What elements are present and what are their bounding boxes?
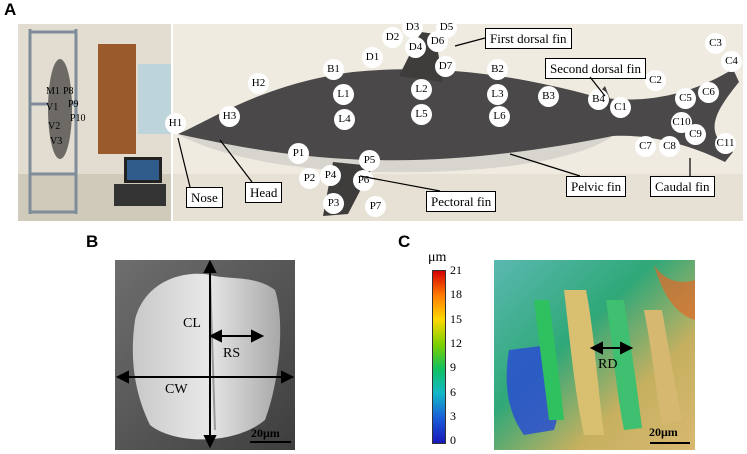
colorbar-tick-label: 6 [450, 384, 456, 399]
rig-point-label: P9 [68, 99, 79, 110]
panel-label-c: C [398, 232, 411, 251]
measurement-point-h2: H2 [248, 73, 269, 94]
cl-label: CL [183, 316, 201, 331]
measurement-point-p5: P5 [359, 150, 380, 171]
sem-image: CL RS CW 20μm [115, 260, 295, 450]
height-map: RD 20μm [494, 260, 695, 450]
callout-pectoral-fin: Pectoral fin [426, 191, 497, 212]
rig-point-label: P8 [63, 86, 74, 97]
callout-caudal-fin: Caudal fin [650, 176, 715, 197]
callout-head: Head [245, 182, 283, 203]
door [98, 44, 136, 154]
measurement-point-b2: B2 [487, 59, 508, 80]
rig-photo: M1 P8 V1 P9 P10 V2 V3 [18, 24, 171, 221]
denticle-crown [132, 273, 281, 440]
callout-nose: Nose [186, 187, 223, 208]
measurement-point-c7: C7 [635, 136, 656, 157]
rig-point-label: P10 [70, 113, 86, 124]
measurement-point-c6: C6 [698, 82, 719, 103]
colorbar-tick-label: 12 [450, 335, 462, 350]
measurement-point-h1: H1 [165, 113, 186, 134]
measurement-point-p2: P2 [299, 168, 320, 189]
measurement-point-h3: H3 [219, 106, 240, 127]
measurement-point-c11: C11 [715, 133, 736, 154]
rig-point-label: M1 [46, 86, 60, 97]
measurement-point-l6: L6 [489, 106, 510, 127]
scale-bar-label: 20μm [251, 426, 280, 440]
colorbar-unit: μm [428, 250, 447, 265]
rd-measure [589, 341, 690, 444]
rig-scene [18, 24, 171, 221]
sem-measure-arrows [115, 260, 295, 449]
measurement-point-p1: P1 [288, 143, 309, 164]
measurement-point-l4: L4 [334, 109, 355, 130]
cw-label: CW [165, 382, 188, 397]
measurement-point-c1: C1 [610, 97, 631, 118]
scale-bar-label: 20μm [649, 425, 678, 439]
colorbar-tick-label: 18 [450, 287, 462, 302]
denticle-sem [115, 260, 295, 450]
panel-label-b: B [86, 232, 99, 251]
measurement-point-p4: P4 [320, 165, 341, 186]
measurement-point-c4: C4 [721, 51, 742, 72]
callout-second-dorsal-fin: Second dorsal fin [545, 58, 646, 79]
hanging-shark [48, 59, 72, 159]
shark-photo [173, 24, 743, 221]
measurement-point-d3: D3 [402, 17, 423, 38]
rig-point-label: V1 [46, 102, 59, 113]
measurement-point-c10: C10 [671, 112, 692, 133]
callout-first-dorsal-fin: First dorsal fin [485, 28, 572, 49]
colorbar-tick-label: 0 [450, 433, 456, 448]
height-map-image [494, 260, 695, 450]
colorbar-tick-label: 9 [450, 360, 456, 375]
rig-frame [28, 29, 78, 214]
measurement-point-p7: P7 [365, 196, 386, 217]
measurement-point-c8: C8 [659, 136, 680, 157]
measurement-point-p3: P3 [323, 193, 344, 214]
measurement-point-d1: D1 [362, 47, 383, 68]
measurement-point-c3: C3 [705, 33, 726, 54]
rig-point-label: V2 [48, 121, 61, 132]
measurement-point-l3: L3 [487, 84, 508, 105]
measurement-point-c5: C5 [675, 88, 696, 109]
panel-label-a: A [4, 0, 17, 19]
callout-pelvic-fin: Pelvic fin [566, 176, 627, 197]
measurement-point-l2: L2 [411, 79, 432, 100]
measurement-point-d7: D7 [435, 56, 456, 77]
rs-label: RS [223, 346, 241, 361]
measurement-point-b3: B3 [538, 86, 559, 107]
measurement-point-c9: C9 [685, 124, 706, 145]
measurement-point-l1: L1 [333, 84, 354, 105]
colorbar-tick-label: 15 [450, 311, 462, 326]
shark-body [178, 69, 739, 165]
measurement-point-c2: C2 [645, 70, 666, 91]
colorbar-tick-label: 3 [450, 408, 456, 423]
equipment-case [114, 184, 166, 206]
measurement-point-p6: P6 [353, 170, 374, 191]
rd-label: RD [598, 357, 618, 372]
measurement-point-d2: D2 [382, 27, 403, 48]
colorbar-tick-label: 21 [450, 263, 462, 277]
shark-belly [178, 134, 613, 173]
rig-point-label: V3 [50, 136, 63, 147]
measurement-point-b1: B1 [323, 59, 344, 80]
measurement-point-d6: D6 [427, 31, 448, 52]
colorbar [432, 270, 446, 444]
measurement-point-l5: L5 [411, 104, 432, 125]
measurement-point-d4: D4 [405, 37, 426, 58]
